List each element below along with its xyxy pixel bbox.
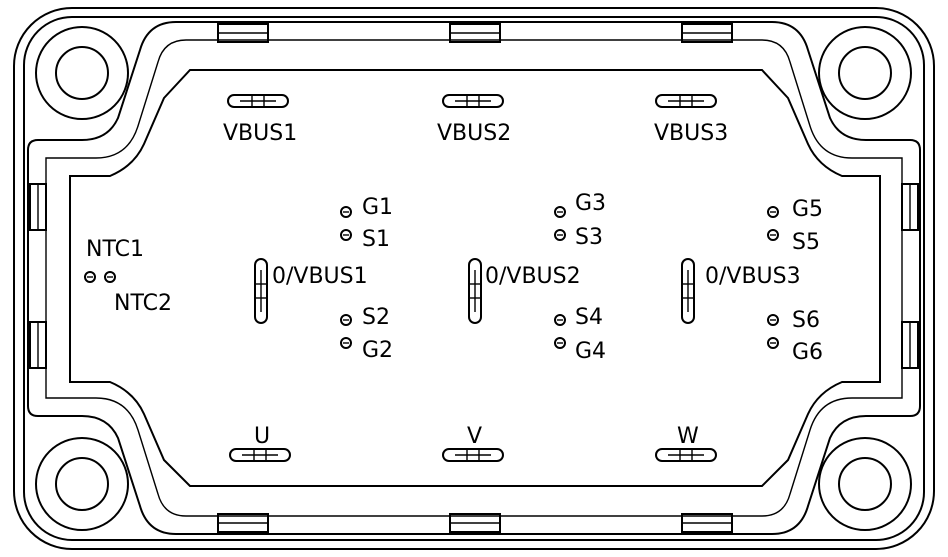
pin-ntc1 <box>84 271 96 283</box>
ovbus1-terminal <box>254 258 268 324</box>
pin-g6 <box>767 337 779 349</box>
left-clip-lower <box>29 321 47 369</box>
ovbus1-label: 0/VBUS1 <box>272 264 368 289</box>
pin-g2 <box>340 337 352 349</box>
right-clip-lower <box>901 321 919 369</box>
ovbus2-label: 0/VBUS2 <box>485 264 581 289</box>
mounting-hole-top-right <box>818 26 912 120</box>
g5-label: G5 <box>792 197 823 222</box>
vbus2-label: VBUS2 <box>437 121 511 146</box>
top-clip-left <box>217 23 269 43</box>
pin-g4 <box>554 337 566 349</box>
s3-label: S3 <box>575 225 603 250</box>
mounting-hole-top-left <box>35 26 129 120</box>
ntc1-label: NTC1 <box>86 237 144 262</box>
pin-s6 <box>767 314 779 326</box>
s1-label: S1 <box>362 227 390 252</box>
pin-s5 <box>767 229 779 241</box>
mounting-hole-bottom-right <box>818 437 912 531</box>
g6-label: G6 <box>792 340 823 365</box>
pin-s2 <box>340 314 352 326</box>
module-housing <box>13 7 935 550</box>
u-label: U <box>254 424 270 449</box>
bottom-clip-left <box>217 513 269 533</box>
g4-label: G4 <box>575 339 606 364</box>
v-terminal <box>442 448 504 462</box>
top-clip-right <box>681 23 733 43</box>
pin-g5 <box>767 206 779 218</box>
s4-label: S4 <box>575 305 603 330</box>
pin-g3 <box>554 206 566 218</box>
right-clip-upper <box>901 183 919 231</box>
s5-label: S5 <box>792 230 820 255</box>
s2-label: S2 <box>362 305 390 330</box>
ovbus3-label: 0/VBUS3 <box>705 264 801 289</box>
g2-label: G2 <box>362 338 393 363</box>
u-terminal <box>229 448 291 462</box>
inner-cavity-outline <box>69 69 881 487</box>
ovbus2-terminal <box>468 258 482 324</box>
g1-label: G1 <box>362 195 393 220</box>
left-clip-upper <box>29 183 47 231</box>
w-terminal <box>655 448 717 462</box>
s6-label: S6 <box>792 308 820 333</box>
v-label: V <box>467 424 482 449</box>
pin-s1 <box>340 229 352 241</box>
top-clip-center <box>449 23 501 43</box>
ntc2-label: NTC2 <box>114 291 172 316</box>
pin-g1 <box>340 206 352 218</box>
ovbus3-terminal <box>681 258 695 324</box>
pin-s3 <box>554 229 566 241</box>
vbus3-label: VBUS3 <box>654 121 728 146</box>
vbus3-terminal <box>655 94 717 108</box>
pin-s4 <box>554 314 566 326</box>
mounting-hole-bottom-left <box>35 437 129 531</box>
vbus1-label: VBUS1 <box>223 121 297 146</box>
bottom-clip-right <box>681 513 733 533</box>
vbus2-terminal <box>442 94 504 108</box>
vbus1-terminal <box>227 94 289 108</box>
g3-label: G3 <box>575 191 606 216</box>
pin-ntc2 <box>104 271 116 283</box>
bottom-clip-center <box>449 513 501 533</box>
w-label: W <box>677 424 699 449</box>
signal-pins <box>84 206 779 349</box>
